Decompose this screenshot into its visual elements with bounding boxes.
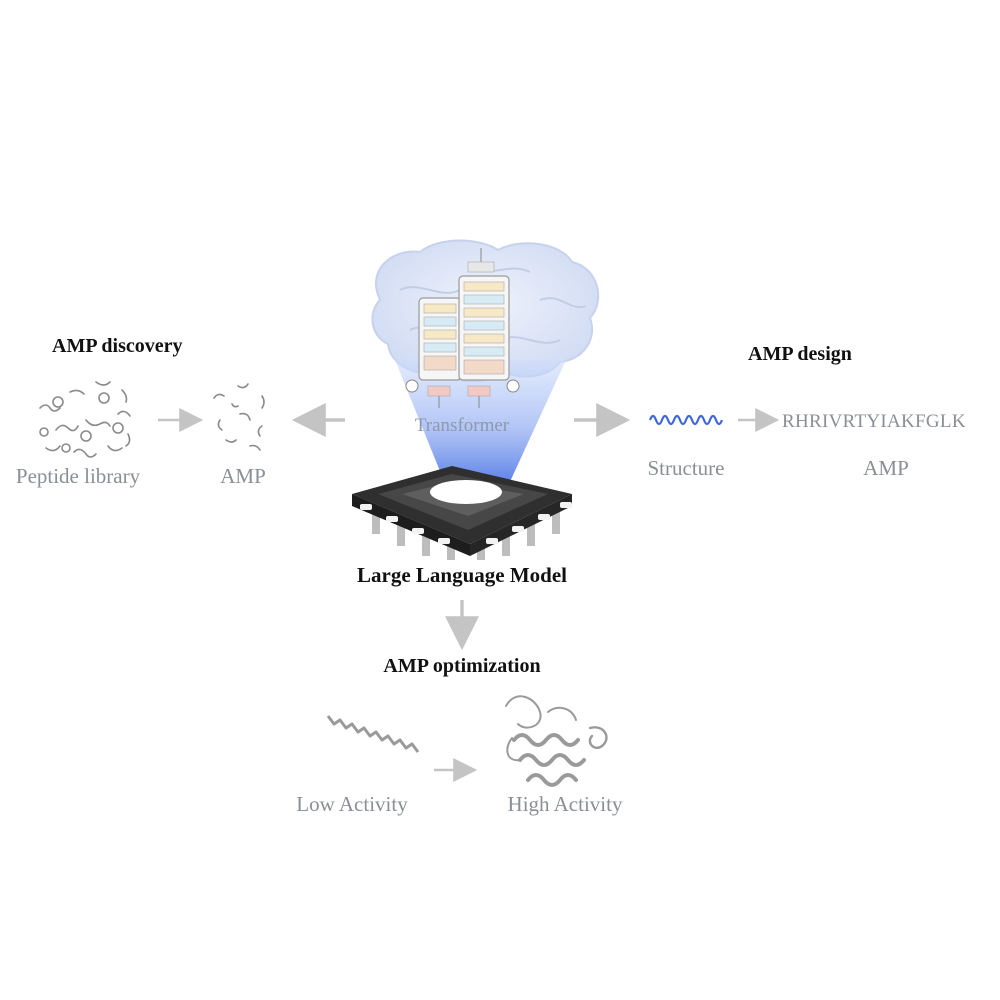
discovered-amp-label: AMP: [220, 464, 266, 488]
chip-icon: [352, 466, 572, 560]
amp-optimization-heading: AMP optimization: [383, 655, 541, 677]
high-activity-label: High Activity: [507, 792, 623, 816]
amp-design-heading: AMP design: [748, 343, 852, 365]
transformer-diagram-icon: [405, 248, 520, 408]
peptide-library-icon: [39, 381, 131, 458]
low-activity-label: Low Activity: [296, 792, 408, 816]
low-activity-coil-icon: [326, 715, 420, 753]
designed-amp-label: AMP: [863, 456, 909, 480]
large-language-model-label: Large Language Model: [357, 563, 567, 587]
structure-label: Structure: [647, 456, 725, 480]
peptide-library-label: Peptide library: [15, 464, 141, 488]
amp-discovery-heading: AMP discovery: [52, 335, 183, 357]
amp-sequence: RHRIVRTYIAKFGLK: [782, 411, 966, 432]
transformer-label: Transformer: [414, 415, 510, 436]
discovered-amp-icon: [213, 383, 265, 451]
structure-helix-icon: [648, 414, 724, 426]
high-activity-structure-icon: [505, 695, 608, 787]
